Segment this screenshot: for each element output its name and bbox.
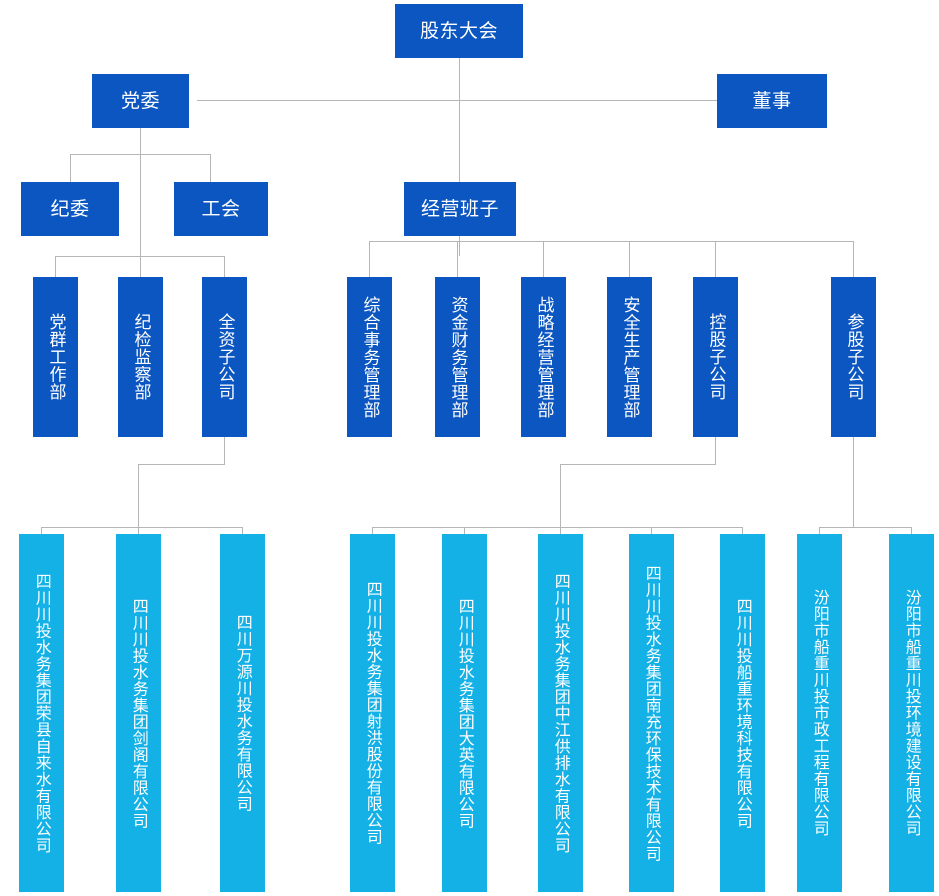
node-rongxian-tapwater[interactable]: 四川川投水务集团荣县自来水有限公司 <box>19 534 64 892</box>
connector-bar-to-dept-6 <box>543 241 544 277</box>
connector-party-branch-bar <box>70 154 211 155</box>
node-holding-subsidiaries[interactable]: 控股子公司 <box>693 277 738 437</box>
connector-holding-bar <box>372 527 742 528</box>
connector-bar-to-dept-5 <box>457 241 458 277</box>
connector-wholly-bar <box>41 527 242 528</box>
connector-wholly-drop <box>138 464 139 527</box>
node-strategy-operation-mgmt-dept[interactable]: 战略经营管理部 <box>521 277 566 437</box>
node-shareholders-meeting[interactable]: 股东大会 <box>395 4 523 58</box>
connector-bar-to-dept-8 <box>715 241 716 277</box>
node-discipline-committee[interactable]: 纪委 <box>21 182 119 236</box>
connector-holding-stem <box>715 437 716 464</box>
node-shehong[interactable]: 四川川投水务集团射洪股份有限公司 <box>350 534 395 892</box>
connector-left-dept-bar <box>55 256 224 257</box>
connector-bar-to-dept-1 <box>55 256 56 277</box>
node-director[interactable]: 董事 <box>717 74 827 128</box>
connector-bar-to-dept-7 <box>629 241 630 277</box>
connector-wholly-stem <box>224 437 225 464</box>
node-party-mass-work-dept[interactable]: 党群工作部 <box>33 277 78 437</box>
connector-party-to-director <box>197 100 717 101</box>
connector-holding-drop <box>560 464 561 527</box>
node-zhongjiang[interactable]: 四川川投水务集团中江供排水有限公司 <box>538 534 583 892</box>
node-party-committee[interactable]: 党委 <box>92 74 189 128</box>
connector-bar-to-dept-9 <box>853 241 854 277</box>
connector-bar-to-dept-2 <box>140 256 141 277</box>
connector-branch-to-union <box>210 154 211 182</box>
node-labor-union[interactable]: 工会 <box>174 182 268 236</box>
connector-management-dept-bar <box>369 241 853 242</box>
node-daying[interactable]: 四川川投水务集团大英有限公司 <box>442 534 487 892</box>
node-wanyuan[interactable]: 四川万源川投水务有限公司 <box>220 534 265 892</box>
node-chuanzhong-envtech[interactable]: 四川川投船重环境科技有限公司 <box>720 534 765 892</box>
node-equity-participation-subs[interactable]: 参股子公司 <box>831 277 876 437</box>
connector-bar-to-dept-4 <box>369 241 370 277</box>
connector-management-stem <box>459 236 460 256</box>
node-general-affairs-mgmt-dept[interactable]: 综合事务管理部 <box>347 277 392 437</box>
connector-wholly-dogleg <box>138 464 225 465</box>
node-fenyang-municipal[interactable]: 汾阳市船重川投市政工程有限公司 <box>797 534 842 892</box>
node-fenyang-envbuild[interactable]: 汾阳市船重川投环境建设有限公司 <box>889 534 934 892</box>
node-safety-production-mgmt-dept[interactable]: 安全生产管理部 <box>607 277 652 437</box>
connector-holding-dogleg <box>560 464 716 465</box>
connector-party-stem <box>140 128 141 256</box>
node-discipline-inspection-dept[interactable]: 纪检监察部 <box>118 277 163 437</box>
node-wholly-owned-subsidiaries[interactable]: 全资子公司 <box>202 277 247 437</box>
connector-equity-bar <box>819 527 912 528</box>
connector-equity-stem <box>853 437 854 527</box>
node-finance-mgmt-dept[interactable]: 资金财务管理部 <box>435 277 480 437</box>
node-jiange[interactable]: 四川川投水务集团剑阁有限公司 <box>116 534 161 892</box>
node-management-team[interactable]: 经营班子 <box>404 182 516 236</box>
connector-branch-to-discipline <box>70 154 71 182</box>
connector-shareholders-to-management <box>459 58 460 182</box>
connector-bar-to-dept-3 <box>224 256 225 277</box>
node-nanchong-envtech[interactable]: 四川川投水务集团南充环保技术有限公司 <box>629 534 674 892</box>
